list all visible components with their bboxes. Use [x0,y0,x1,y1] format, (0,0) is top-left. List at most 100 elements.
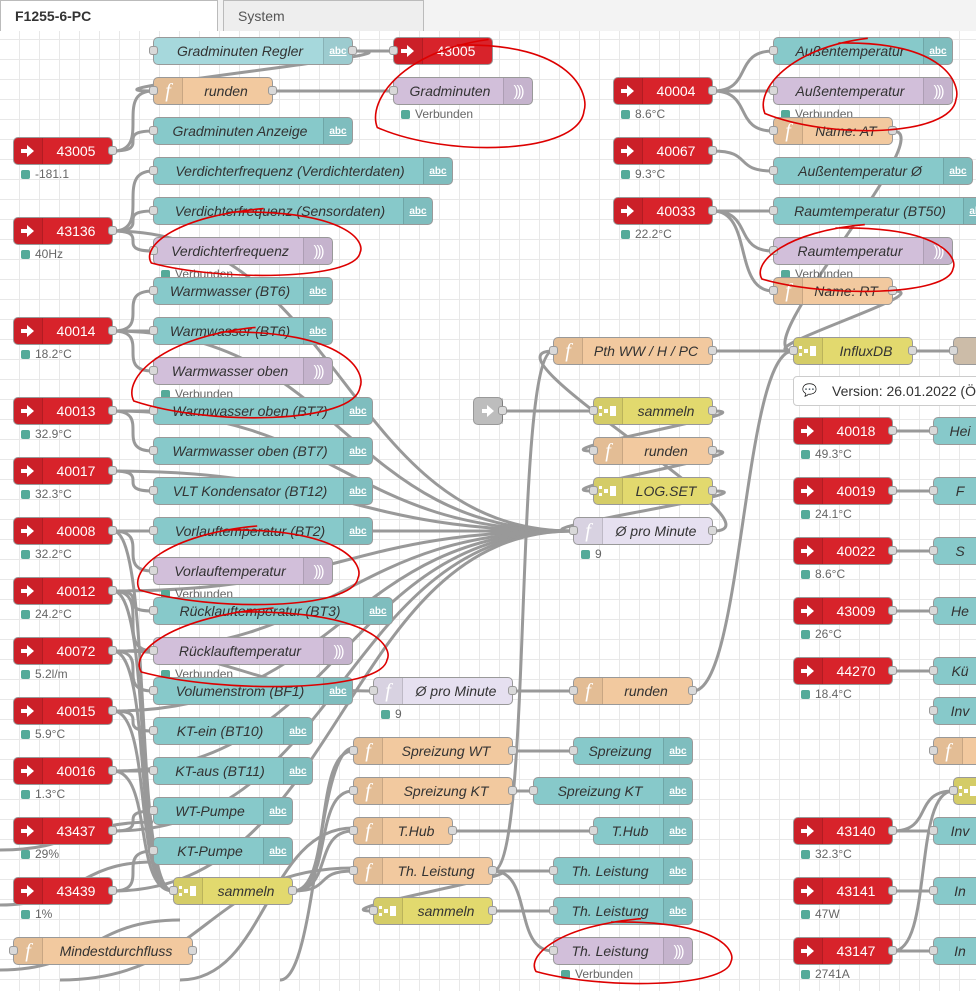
input-port[interactable] [349,826,358,835]
wire[interactable] [112,169,154,233]
node-influxOut[interactable] [949,337,976,365]
wire[interactable] [112,529,154,573]
input-port[interactable] [149,486,158,495]
input-port[interactable] [929,546,938,555]
input-port[interactable] [569,686,578,695]
node-r44270[interactable]: abcKü [929,657,976,685]
tab-f1255-6-pc[interactable]: F1255-6-PC [0,0,218,32]
output-port[interactable] [108,646,117,655]
wire[interactable] [581,409,725,453]
wire[interactable] [112,469,154,493]
input-port[interactable] [929,486,938,495]
input-port[interactable] [789,346,798,355]
node-in43136[interactable]: 43136 [13,217,117,245]
node-sammeln2[interactable]: sammeln [589,397,717,425]
output-port[interactable] [498,406,507,415]
node-in40012[interactable]: 40012 [13,577,117,605]
output-port[interactable] [688,686,697,695]
input-port[interactable] [389,86,398,95]
input-port[interactable] [349,866,358,875]
wire[interactable] [112,329,154,373]
output-port[interactable] [908,346,917,355]
node-in43140[interactable]: 43140 [793,817,897,845]
output-port[interactable] [448,826,457,835]
node-in43437[interactable]: 43437 [13,817,117,845]
input-port[interactable] [149,846,158,855]
output-port[interactable] [888,666,897,675]
input-port[interactable] [149,166,158,175]
node-uiRl[interactable]: )))Rücklauftemperatur [149,637,353,665]
output-port[interactable] [708,486,717,495]
node-in40033[interactable]: 40033 [613,197,717,225]
node-in44270[interactable]: 44270 [793,657,897,685]
output-port[interactable] [188,946,197,955]
input-port[interactable] [149,206,158,215]
input-port[interactable] [369,906,378,915]
node-in40013[interactable]: 40013 [13,397,117,425]
input-port[interactable] [149,126,158,135]
wire[interactable] [112,529,574,893]
node-uiRt[interactable]: )))Raumtemperatur [769,237,953,265]
node-in40016[interactable]: 40016 [13,757,117,785]
input-port[interactable] [149,726,158,735]
input-port[interactable] [569,526,578,535]
node-uiVf[interactable]: )))Verdichterfrequenz [149,237,333,265]
output-port[interactable] [268,86,277,95]
output-port[interactable] [888,826,897,835]
output-port[interactable] [888,886,897,895]
input-port[interactable] [589,406,598,415]
wire[interactable] [892,789,954,953]
input-port[interactable] [589,486,598,495]
node-rE[interactable]: fE [929,737,976,765]
wire[interactable] [581,449,725,493]
version-comment-node[interactable]: 💬 Version: 26.01.2022 (Ö [793,376,976,406]
output-port[interactable] [508,686,517,695]
input-port[interactable] [149,566,158,575]
output-port[interactable] [508,746,517,755]
output-port[interactable] [888,126,897,135]
input-port[interactable] [369,686,378,695]
input-port[interactable] [529,786,538,795]
input-port[interactable] [929,666,938,675]
input-port[interactable] [9,946,18,955]
input-port[interactable] [769,46,778,55]
node-in40008[interactable]: 40008 [13,517,117,545]
wire[interactable] [59,866,354,982]
output-port[interactable] [108,826,117,835]
input-port[interactable] [589,446,598,455]
input-port[interactable] [149,286,158,295]
wire[interactable] [712,49,774,93]
input-port[interactable] [949,346,958,355]
output-port[interactable] [708,206,717,215]
wire[interactable] [560,489,726,533]
output-port[interactable] [708,146,717,155]
input-port[interactable] [929,606,938,615]
input-port[interactable] [149,606,158,615]
output-port[interactable] [108,226,117,235]
input-port[interactable] [929,706,938,715]
input-port[interactable] [929,946,938,955]
node-rInv1[interactable]: abcInv [929,697,976,725]
